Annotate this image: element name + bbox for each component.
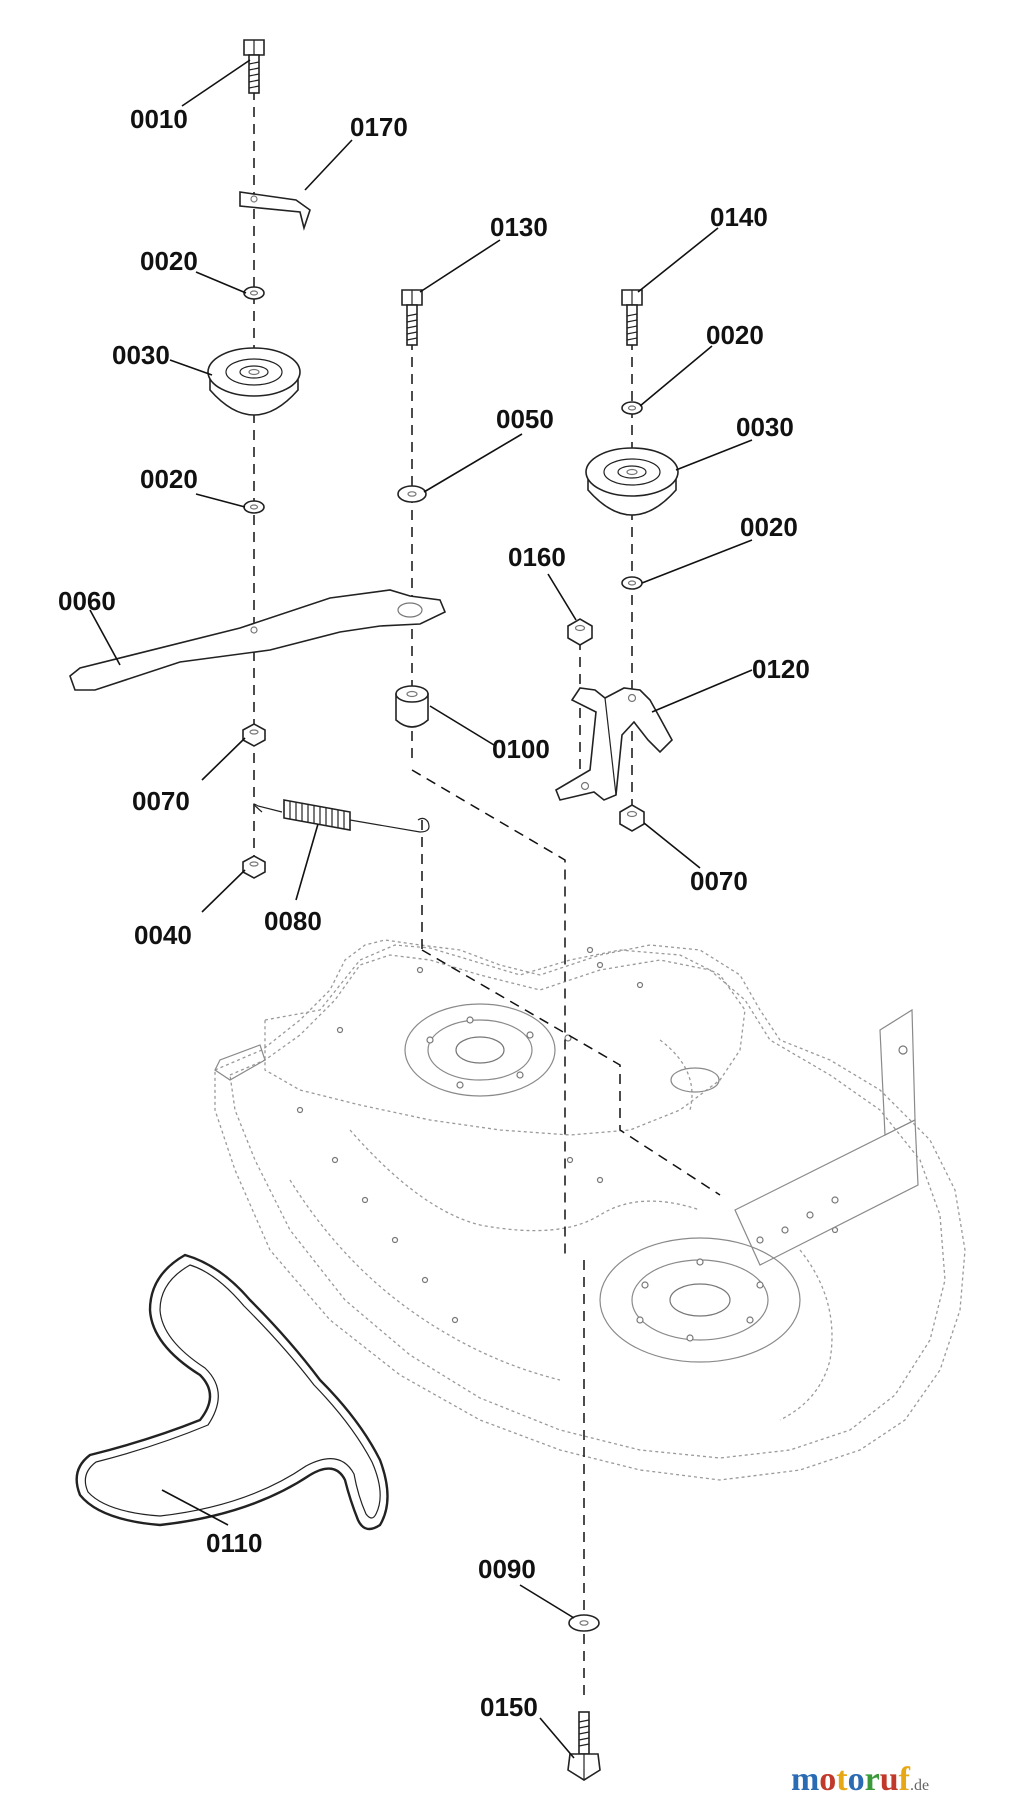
watermark-letter: o	[848, 1761, 865, 1798]
locknut-0070-left	[242, 723, 266, 747]
bolt-0130	[401, 289, 423, 346]
bolt-0150	[567, 1711, 601, 1781]
label-0160: 0160	[508, 542, 566, 572]
spring-0080	[253, 799, 430, 833]
watermark-logo: motoruf.de	[791, 1761, 929, 1798]
svg-text:motoruf.de: motoruf.de	[791, 1761, 929, 1798]
label-0110: 0110	[206, 1528, 262, 1558]
label-0010: 0010	[130, 104, 188, 134]
label-0140: 0140	[710, 202, 768, 232]
bolt-0010	[243, 39, 265, 94]
bolt-0140	[621, 289, 643, 346]
belt-0110	[75, 1253, 389, 1531]
washer-0020-d	[621, 576, 643, 590]
nut-0040	[242, 855, 266, 879]
watermark-letter: r	[865, 1761, 880, 1798]
label-0070-b: 0070	[690, 866, 748, 896]
watermark-letter: f	[899, 1761, 911, 1798]
watermark-letter: m	[791, 1761, 819, 1798]
label-0020-d: 0020	[740, 512, 798, 542]
clip-0170	[239, 191, 311, 231]
label-0020-b: 0020	[140, 464, 198, 494]
washer-0090	[568, 1614, 600, 1632]
label-0150: 0150	[480, 1692, 538, 1722]
mower-deck	[214, 939, 966, 1481]
label-0080: 0080	[264, 906, 322, 936]
label-0030-a: 0030	[112, 340, 170, 370]
label-0070-a: 0070	[132, 786, 190, 816]
washer-0020-c	[621, 401, 643, 415]
label-0120: 0120	[752, 654, 810, 684]
spacer-0100	[395, 685, 429, 728]
nut-0160	[567, 618, 593, 646]
watermark-suffix: .de	[910, 1777, 929, 1794]
label-0020-c: 0020	[706, 320, 764, 350]
washer-0020-a	[243, 286, 265, 300]
leader-lines	[89, 59, 753, 1759]
part-labels: 0010 0170 0020 0030 0020 0130 0140 0020 …	[58, 104, 810, 1722]
label-0050: 0050	[496, 404, 554, 434]
label-0170: 0170	[350, 112, 408, 142]
label-0060: 0060	[58, 586, 116, 616]
bracket-0120	[555, 687, 673, 801]
label-0090: 0090	[478, 1554, 536, 1584]
watermark-letter: t	[836, 1761, 848, 1798]
label-0040: 0040	[134, 920, 192, 950]
label-0100: 0100	[492, 734, 550, 764]
idler-arm-0060	[69, 589, 447, 691]
pulley-0030-right	[585, 447, 679, 516]
label-0020-a: 0020	[140, 246, 198, 276]
watermark-letter: u	[880, 1761, 899, 1798]
washer-0020-b	[243, 500, 265, 514]
watermark-letter: o	[819, 1761, 836, 1798]
pulley-0030-left	[207, 347, 301, 416]
locknut-0070-right	[619, 804, 645, 832]
label-0030-b: 0030	[736, 412, 794, 442]
washer-0050	[397, 485, 427, 503]
label-0130: 0130	[490, 212, 548, 242]
